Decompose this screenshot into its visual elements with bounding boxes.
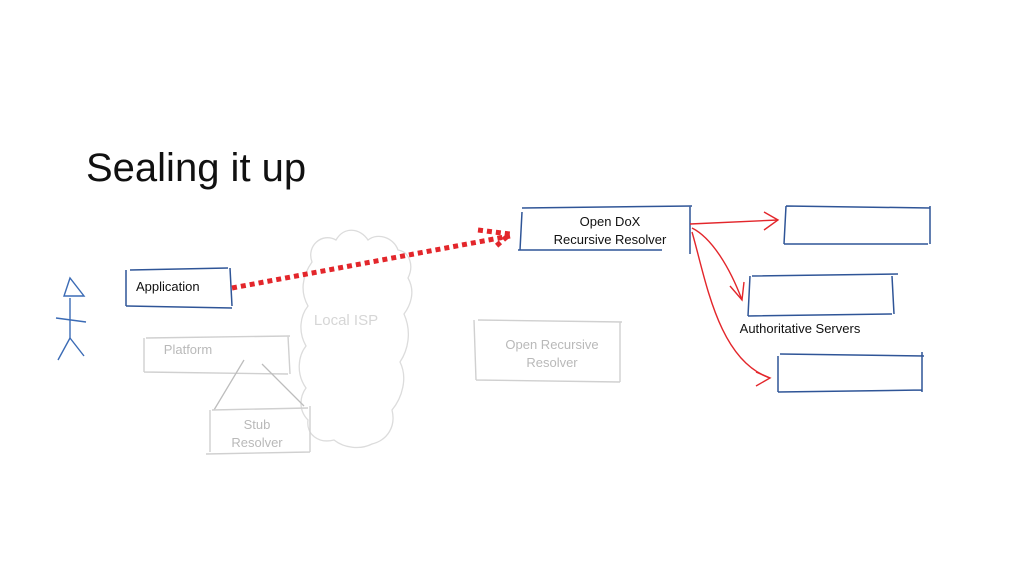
auth-arrows [689, 211, 780, 387]
slide-title: Sealing it up [86, 146, 307, 190]
platform-box [143, 335, 291, 375]
arrow-to-auth-2 [691, 227, 743, 301]
arrow-to-auth-1 [689, 219, 779, 225]
open-dox-resolver-label: Open DoX Recursive Resolver [553, 214, 667, 247]
encrypted-path-arrowhead [477, 227, 516, 250]
platform-stub-link [213, 359, 305, 411]
open-recursive-resolver-box [473, 319, 623, 383]
platform-label: Platform [163, 342, 213, 357]
open-recursive-resolver-label: Open Recursive Resolver [505, 337, 599, 370]
open-dox-box [518, 205, 693, 254]
authoritative-servers-label: Authoritative Servers [739, 321, 861, 336]
auth-server-box-3 [777, 352, 925, 393]
application-box [125, 267, 233, 309]
user-figure-icon [55, 276, 87, 361]
auth-server-box-2 [747, 273, 899, 317]
application-label: Application [136, 279, 200, 294]
local-isp-label: Local ISP [313, 312, 379, 329]
auth-server-box-1 [783, 205, 931, 245]
arrow-to-auth-3 [691, 231, 771, 379]
stub-resolver-box [205, 406, 311, 455]
encrypted-path-arrow [231, 233, 511, 291]
stub-resolver-label: Stub Resolver [231, 417, 283, 450]
local-isp-cloud [298, 229, 413, 449]
